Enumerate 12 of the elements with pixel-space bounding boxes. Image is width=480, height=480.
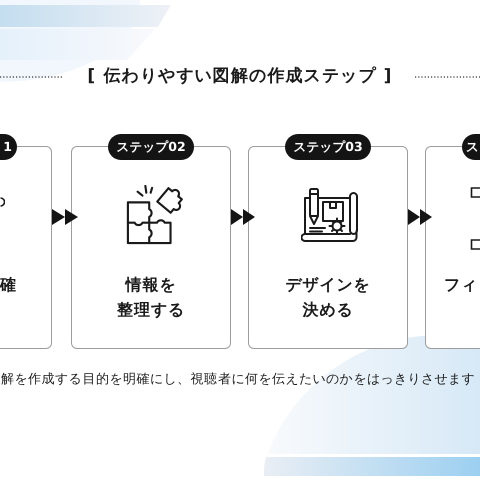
description-text: 解を作成する目的を明確にし、視聴者に何を伝えたいのかをはっきりさせます bbox=[1, 371, 476, 389]
diagram-title: [ 伝わりやすい図解の作成ステップ ] bbox=[87, 65, 393, 88]
step-tag: ス bbox=[462, 134, 480, 160]
step-text: デザインを決める bbox=[286, 274, 370, 321]
double-arrow bbox=[52, 209, 78, 225]
step-text: 情報を整理する bbox=[117, 274, 185, 321]
step-tag: 1 bbox=[0, 134, 17, 160]
step-text: フィ bbox=[444, 274, 478, 296]
step-tag: ステップ03 bbox=[285, 134, 371, 160]
double-arrow bbox=[231, 209, 255, 225]
double-arrow bbox=[408, 209, 432, 225]
step-tag: ステップ02 bbox=[108, 134, 194, 160]
